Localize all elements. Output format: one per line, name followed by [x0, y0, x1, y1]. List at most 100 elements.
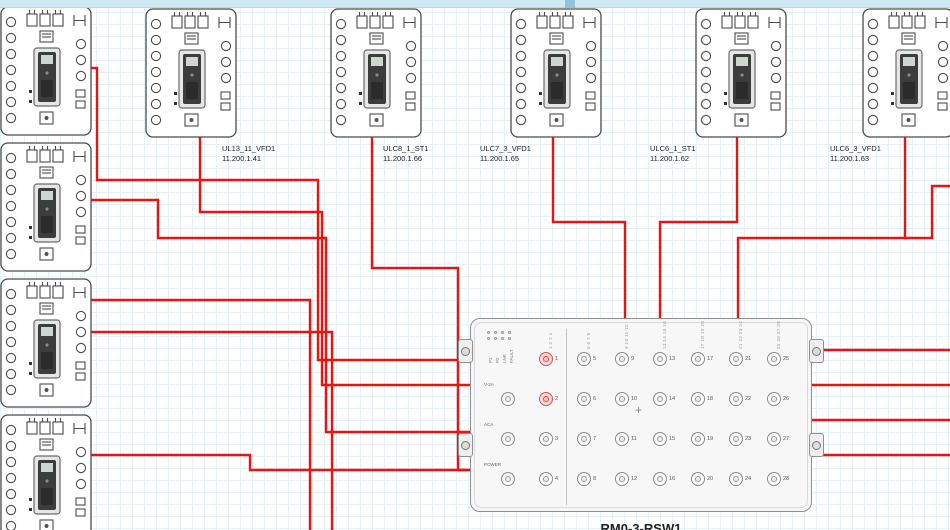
- option-module: [39, 166, 54, 179]
- device-label: ULC6_3_VFD1 11.200.1.63: [830, 144, 881, 164]
- canvas-scrollbar[interactable]: [0, 0, 950, 8]
- port-group-ticks: 21 22 23 24: [738, 320, 743, 349]
- status-led-icon: [508, 337, 511, 340]
- status-led-icon: [501, 337, 504, 340]
- terminal-circles-left: [5, 424, 17, 530]
- drive-faceplate: [891, 49, 923, 109]
- terminal-circles-left: [700, 18, 712, 126]
- right-relay-blocks: [220, 91, 231, 111]
- port-number: 2: [555, 396, 559, 402]
- wire-left3-drop-a[interactable]: [90, 298, 312, 530]
- wire-left2-to-switch[interactable]: [90, 198, 470, 434]
- port-10: [615, 392, 629, 406]
- canvas-scrollbar-thumb[interactable]: [565, 0, 575, 8]
- port-number: 11: [631, 436, 637, 442]
- wire-ulc6-1-to-switch[interactable]: [658, 137, 739, 318]
- device-top-5[interactable]: [862, 8, 950, 138]
- top-connectors: [26, 10, 64, 27]
- option-module: [184, 32, 199, 45]
- aux-port-v-2a: [501, 392, 515, 406]
- wire-ulc7-to-switch[interactable]: [551, 137, 627, 318]
- screw-icon: [460, 440, 470, 450]
- device-label: ULC7_3_VFD1 11.200.1.65: [480, 144, 531, 164]
- device-name: UL13_11_VFD1: [222, 144, 276, 153]
- port-1: [539, 352, 553, 366]
- h-bracket-icon: [218, 17, 231, 28]
- option-module: [39, 438, 54, 451]
- port-2: [539, 392, 553, 406]
- wire-ul13-to-switch[interactable]: [198, 137, 470, 387]
- port-23: [729, 432, 743, 446]
- device-ip: 11.200.1.66: [383, 153, 423, 163]
- device-left-4[interactable]: [0, 414, 92, 530]
- terminal-circles-left: [5, 152, 17, 260]
- h-bracket-icon: [73, 151, 86, 162]
- vfd-device-icon: [0, 278, 92, 408]
- port-13: [653, 352, 667, 366]
- status-label-lnk: LNK: [502, 354, 507, 363]
- port-20: [691, 472, 705, 486]
- port-27: [767, 432, 781, 446]
- device-left-2[interactable]: [0, 142, 92, 272]
- bottom-port: [39, 247, 54, 261]
- status-led-icon: [494, 331, 497, 334]
- vfd-device-icon: [510, 8, 602, 138]
- device-top-3[interactable]: [510, 8, 602, 138]
- wire-left1-to-switch[interactable]: [90, 66, 470, 362]
- drive-faceplate: [359, 49, 391, 109]
- device-left-1[interactable]: [0, 6, 92, 136]
- port-group-ticks: 5 6 7 8: [586, 332, 591, 349]
- device-top-2[interactable]: [330, 8, 422, 138]
- port-number: 20: [707, 476, 714, 482]
- option-module: [39, 30, 54, 43]
- right-relay-blocks: [585, 91, 596, 111]
- port-21: [729, 352, 743, 366]
- port-5: [577, 352, 591, 366]
- right-relay-blocks: [75, 361, 86, 381]
- status-led-icon: [508, 331, 511, 334]
- device-top-4[interactable]: [695, 8, 787, 138]
- port-28: [767, 472, 781, 486]
- port-number: 7: [593, 436, 597, 442]
- wire-offscreen-top-right[interactable]: [905, 184, 950, 240]
- bottom-port: [39, 111, 54, 125]
- h-bracket-icon: [403, 17, 416, 28]
- vfd-device-icon: [330, 8, 422, 138]
- port-8: [577, 472, 591, 486]
- port-group-ticks: 25 26 27 28: [776, 320, 781, 349]
- top-connectors: [721, 12, 759, 29]
- device-label: ULC8_1_ST1 11.200.1.66: [383, 144, 428, 164]
- port-number: 24: [745, 476, 752, 482]
- option-module: [901, 32, 916, 45]
- wire-ulc6-3-to-switch[interactable]: [736, 137, 907, 318]
- screw-icon: [811, 440, 821, 450]
- bottom-port: [39, 383, 54, 397]
- status-led-icon: [494, 337, 497, 340]
- device-left-3[interactable]: [0, 278, 92, 408]
- port-number: 27: [783, 436, 790, 442]
- port-number: 9: [631, 356, 635, 362]
- device-ip: 11.200.1.65: [480, 153, 520, 163]
- wire-ulc8-to-switch[interactable]: [370, 137, 470, 472]
- option-module: [39, 302, 54, 315]
- port-number: 12: [631, 476, 638, 482]
- port-17: [691, 352, 705, 366]
- port-number: 21: [745, 356, 752, 362]
- port-number: 8: [593, 476, 597, 482]
- wire-left4-tee[interactable]: [90, 453, 470, 472]
- right-relay-blocks: [405, 91, 416, 111]
- wire-left3-drop-b[interactable]: [90, 330, 334, 530]
- h-bracket-icon: [73, 423, 86, 434]
- aux-port-power: [501, 472, 515, 486]
- port-9: [615, 352, 629, 366]
- device-top-1[interactable]: [145, 8, 237, 138]
- port-number: 10: [631, 396, 638, 402]
- drive-faceplate: [724, 49, 756, 109]
- device-name: ULC6_3_VFD1: [830, 144, 881, 153]
- port-7: [577, 432, 591, 446]
- right-relay-blocks: [75, 89, 86, 109]
